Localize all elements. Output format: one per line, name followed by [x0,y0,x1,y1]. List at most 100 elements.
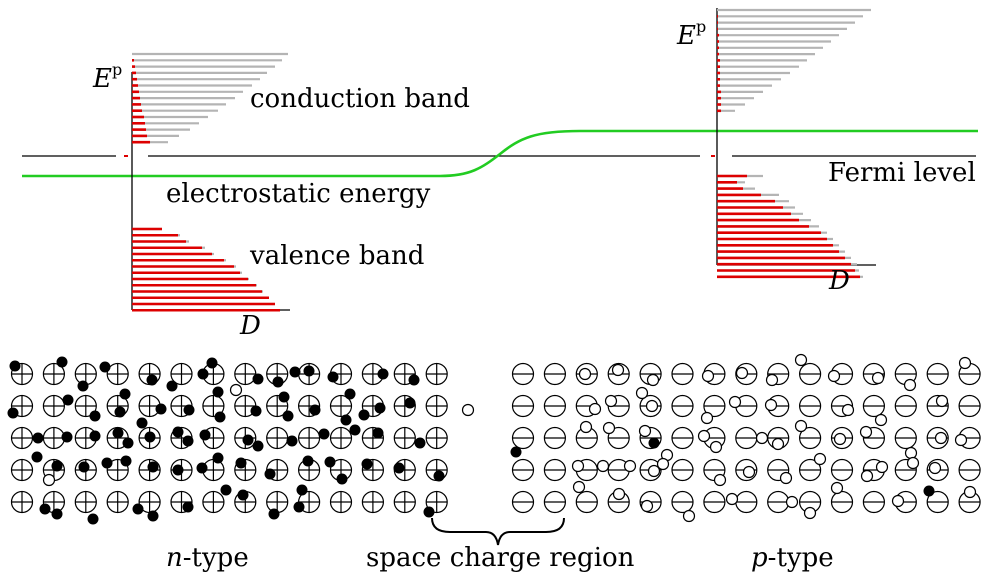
electron [268,508,280,520]
density-axis-label-left: D [240,311,261,341]
electrostatic-energy-label: electrostatic energy [166,179,431,209]
electron [372,427,384,439]
electron [136,417,148,429]
density-axis-label-right: D [829,266,850,296]
electron [61,431,73,443]
electron [393,462,405,474]
hole [646,373,660,387]
electron [32,432,44,444]
electron [7,407,19,419]
right-valence-band-states [717,174,863,279]
electron [56,356,68,368]
hole [963,485,977,499]
electron [182,435,194,447]
electron [172,464,184,476]
electron [182,501,194,513]
hole [611,363,625,377]
n-type-label: n-type [166,545,249,571]
electron [408,374,420,386]
hole [656,457,670,471]
electron [648,437,660,449]
hole [725,492,739,506]
electron [147,510,159,522]
electron [77,380,89,392]
hole [771,437,785,451]
electron [155,403,167,415]
electron [242,434,254,446]
hole [934,431,948,445]
electron [101,457,113,469]
lattice-carriers [7,353,977,525]
electron [252,373,264,385]
electron [344,388,356,400]
hole [954,433,968,447]
hole [958,356,972,370]
electron [303,365,315,377]
electron [62,394,74,406]
hole [229,383,243,397]
energy-superscript-left: p [111,60,123,79]
hole [578,367,592,381]
electron [212,452,224,464]
electron [197,368,209,380]
p-type-label: p-type [751,545,834,571]
left-valence-band-states [132,227,280,312]
electron [132,503,144,515]
electron [278,391,290,403]
hole [742,465,756,479]
hole [461,403,475,417]
hole [904,446,918,460]
electron [220,484,232,496]
hole [713,473,727,487]
electron [264,468,276,480]
hole [833,432,847,446]
hole [830,481,844,495]
electron [309,404,321,416]
hole [579,420,593,434]
hole [764,398,778,412]
electron [293,501,305,513]
electron [318,428,330,440]
hole [928,461,942,475]
left-conduction-band-states [132,52,288,144]
electron [282,410,294,422]
hole [779,471,793,485]
hole [682,509,696,523]
hole [813,452,827,466]
electron [250,405,262,417]
electron [212,386,224,398]
electron [336,473,348,485]
hole [42,473,56,487]
hole [794,419,808,433]
hole [735,366,749,380]
electron [183,404,195,416]
hole [728,395,742,409]
electron [166,380,178,392]
electron [296,484,308,496]
hole [803,506,817,520]
electron [172,426,184,438]
n-type-prefix: n [166,543,183,573]
electron [122,437,134,449]
electron [99,361,111,373]
electron [510,446,522,458]
hole [841,403,855,417]
electron [286,435,298,447]
hole [640,499,654,513]
hole [785,495,799,509]
hole [875,460,889,474]
electron [120,455,132,467]
electron [414,437,426,449]
electron [377,368,389,380]
electron [361,458,373,470]
energy-symbol-left: E [93,64,112,94]
hole [827,369,841,383]
electron [235,457,247,469]
electron [199,429,211,441]
electron [237,489,249,501]
conduction-band-label: conduction band [250,84,470,114]
electron [78,461,90,473]
hole [903,378,917,392]
electron [112,427,124,439]
